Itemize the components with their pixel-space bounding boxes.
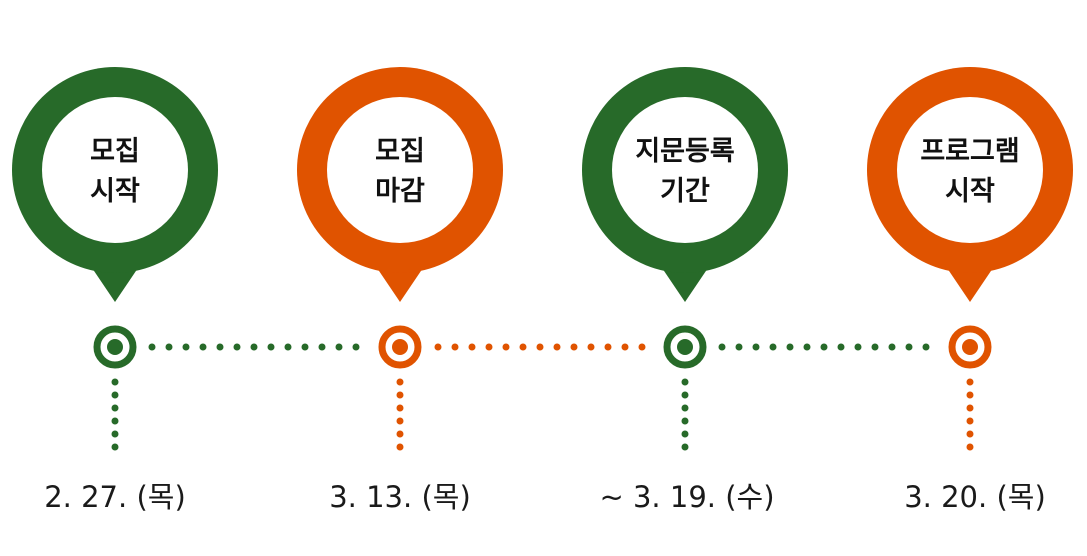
map-pin-icon xyxy=(867,67,1073,302)
pin-label-line2: 마감 xyxy=(375,176,425,207)
date-label: 3. 20. (목) xyxy=(904,480,1046,514)
map-pin-icon xyxy=(12,67,218,302)
milestone-1: 모집 시작 2. 27. (목) xyxy=(12,67,218,514)
pin-label-line2: 시작 xyxy=(945,176,995,207)
pin-label-line1: 프로그램 xyxy=(920,136,1019,167)
timeline-node-icon xyxy=(93,325,137,369)
milestone-2: 모집 마감 3. 13. (목) xyxy=(297,67,503,514)
date-label: 2. 27. (목) xyxy=(44,480,186,514)
pin-label-line2: 기간 xyxy=(660,176,710,207)
timeline-node-icon xyxy=(948,325,992,369)
date-label: 3. 13. (목) xyxy=(329,480,471,514)
map-pin-icon xyxy=(582,67,788,302)
pin-label-line1: 모집 xyxy=(375,136,425,167)
pin-label-line2: 시작 xyxy=(90,176,140,207)
pin-label-line1: 지문등록 xyxy=(635,136,734,167)
map-pin-icon xyxy=(297,67,503,302)
milestone-4: 프로그램 시작 3. 20. (목) xyxy=(867,67,1073,514)
timeline-node-icon xyxy=(378,325,422,369)
timeline-node-icon xyxy=(663,325,707,369)
date-label: ~ 3. 19. (수) xyxy=(599,480,774,514)
milestone-3: 지문등록 기간 ~ 3. 19. (수) xyxy=(582,67,788,514)
pin-label-line1: 모집 xyxy=(90,136,140,167)
